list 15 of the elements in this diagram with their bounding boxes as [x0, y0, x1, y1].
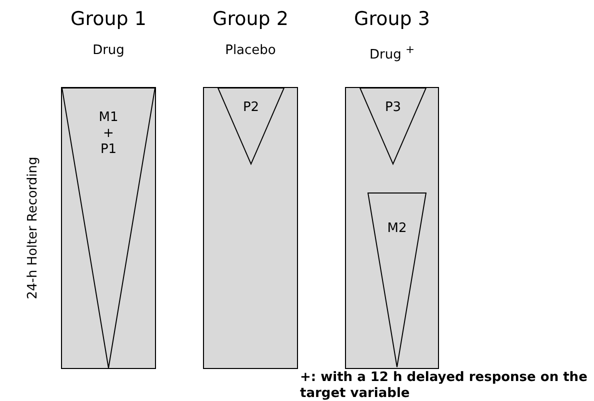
triangle	[218, 88, 284, 164]
treatment-label: Drug	[92, 43, 126, 58]
triangle	[360, 88, 426, 164]
treatment-label: Drug $^{+}$	[368, 43, 416, 62]
footnote: +: with a 12 h delayed response on the target variable	[300, 370, 588, 401]
axis-label: 24-h Holter Recording	[26, 156, 40, 300]
group-heading: Group 3	[353, 8, 431, 30]
group-heading: Group 2	[212, 8, 290, 30]
treatment-label: Placebo	[224, 43, 277, 58]
period-label: M2	[386, 221, 408, 237]
period-label: P3	[384, 100, 402, 116]
group-heading: Group 1	[70, 8, 148, 30]
period-label: P2	[242, 100, 260, 116]
period-label: M1 + P1	[98, 110, 120, 158]
triangle	[368, 193, 426, 367]
